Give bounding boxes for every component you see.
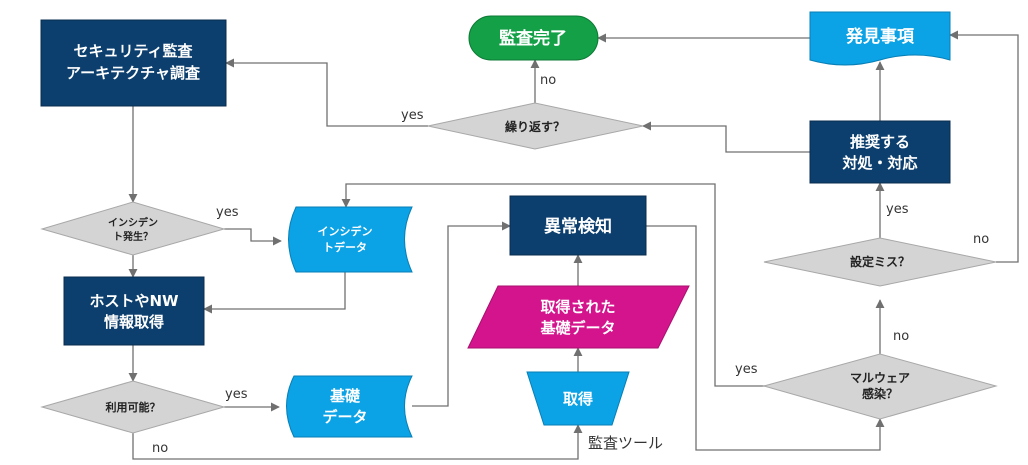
label-misconfig-yes: yes <box>886 202 909 217</box>
label-malware-yes: yes <box>735 362 758 377</box>
audit-complete-terminator[interactable]: 監査完了 <box>468 15 599 61</box>
edge-recommended-to-repeat <box>642 121 810 153</box>
edge-anomaly-to-malware <box>646 225 885 451</box>
incident-data-line2: トデータ <box>323 240 367 254</box>
malware-decision-line1: マルウェア <box>850 371 910 385</box>
acquired-base-data-parallelogram[interactable]: 取得された 基礎データ <box>467 285 690 349</box>
misconfig-decision-diamond[interactable]: 設定ミス？ <box>763 237 997 287</box>
malware-decision-diamond[interactable]: マルウェア 感染？ <box>762 353 998 420</box>
acquire-label: 取得 <box>563 390 593 408</box>
label-available-yes: yes <box>225 387 248 402</box>
incident-decision-line1: インシデン <box>108 216 158 229</box>
acquired-base-data-line2: 基礎データ <box>539 319 615 337</box>
incident-decision-line2: ト発生？ <box>113 230 153 243</box>
available-decision-diamond[interactable]: 利用可能？ <box>40 380 226 434</box>
anomaly-detection-box[interactable]: 異常検知 <box>509 195 647 256</box>
edge-base-data-to-anomaly <box>412 221 511 407</box>
host-nw-info-box[interactable]: ホストやNW 情報取得 <box>63 276 205 346</box>
repeat-decision-diamond[interactable]: 繰り返す？ <box>427 102 644 150</box>
edge-repeat-yes <box>225 58 428 127</box>
base-data-line2: データ <box>322 408 367 426</box>
label-repeat-no: no <box>540 73 556 88</box>
misconfig-decision-label: 設定ミス？ <box>850 254 910 269</box>
edge-labels: yes yes no yes no yes no yes no <box>152 73 989 456</box>
label-malware-no: no <box>893 329 909 344</box>
findings-document[interactable]: 発見事項 <box>809 11 951 66</box>
edge-available-no <box>132 424 583 460</box>
base-data-line1: 基礎 <box>329 387 361 405</box>
architecture-survey-line2: アーキテクチャ調査 <box>66 64 201 82</box>
recommended-actions-line2: 対処・対応 <box>841 154 917 172</box>
label-misconfig-no: no <box>973 232 989 247</box>
findings-label: 発見事項 <box>845 26 915 47</box>
recommended-actions-box[interactable]: 推奨する 対処・対応 <box>809 120 951 184</box>
architecture-survey-line1: セキュリティ監査 <box>73 42 193 60</box>
incident-data-storage[interactable]: インシデン トデータ <box>288 206 413 273</box>
label-incident-yes: yes <box>216 205 239 220</box>
base-data-storage[interactable]: 基礎 データ <box>286 375 413 438</box>
label-repeat-yes: yes <box>401 108 424 123</box>
host-nw-info-line2: 情報取得 <box>104 313 164 331</box>
incident-data-line1: インシデン <box>318 224 373 238</box>
label-available-no: no <box>152 441 168 456</box>
recommended-actions-line1: 推奨する <box>850 133 910 151</box>
acquired-base-data-line1: 取得された <box>540 298 615 316</box>
edge-misconfig-no <box>949 30 1019 263</box>
malware-decision-line2: 感染？ <box>862 386 898 401</box>
audit-tool-label: 監査ツール <box>588 434 663 452</box>
available-decision-label: 利用可能？ <box>106 400 161 414</box>
edge-malware-yes <box>341 183 777 387</box>
acquire-trapezoid[interactable]: 取得 <box>526 371 630 426</box>
connectors <box>128 30 1019 460</box>
anomaly-detection-label: 異常検知 <box>544 216 612 237</box>
audit-complete-label: 監査完了 <box>499 28 567 49</box>
host-nw-info-line1: ホストやNW <box>89 292 179 310</box>
repeat-decision-label: 繰り返す？ <box>505 119 565 134</box>
architecture-survey-box[interactable]: セキュリティ監査 アーキテクチャ調査 <box>40 19 227 107</box>
incident-decision-diamond[interactable]: インシデン ト発生？ <box>40 201 226 256</box>
edge-incident-yes <box>224 228 282 246</box>
edge-incident-data-to-host <box>203 272 346 314</box>
